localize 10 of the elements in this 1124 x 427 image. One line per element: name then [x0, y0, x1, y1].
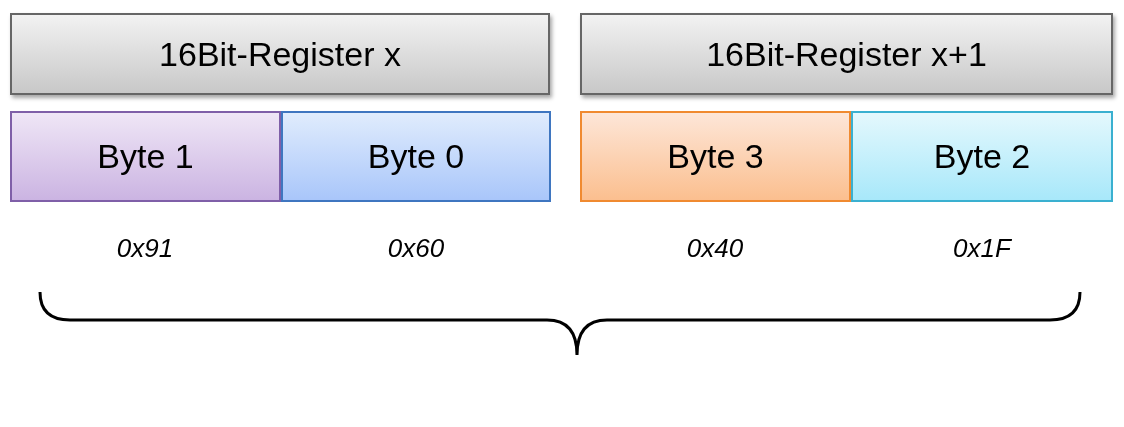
hex-value: 0x91	[116, 233, 174, 264]
register-box: 16Bit-Register x	[10, 13, 550, 95]
byte-box: Byte 1	[10, 111, 281, 202]
byte-box: Byte 2	[851, 111, 1113, 202]
hex-value: 0x60	[387, 233, 445, 264]
byte-box: Byte 3	[580, 111, 851, 202]
hex-value: 0x1F	[953, 233, 1011, 264]
byte-box: Byte 0	[281, 111, 551, 202]
register-box: 16Bit-Register x+1	[580, 13, 1113, 95]
hex-value: 0x40	[686, 233, 744, 264]
